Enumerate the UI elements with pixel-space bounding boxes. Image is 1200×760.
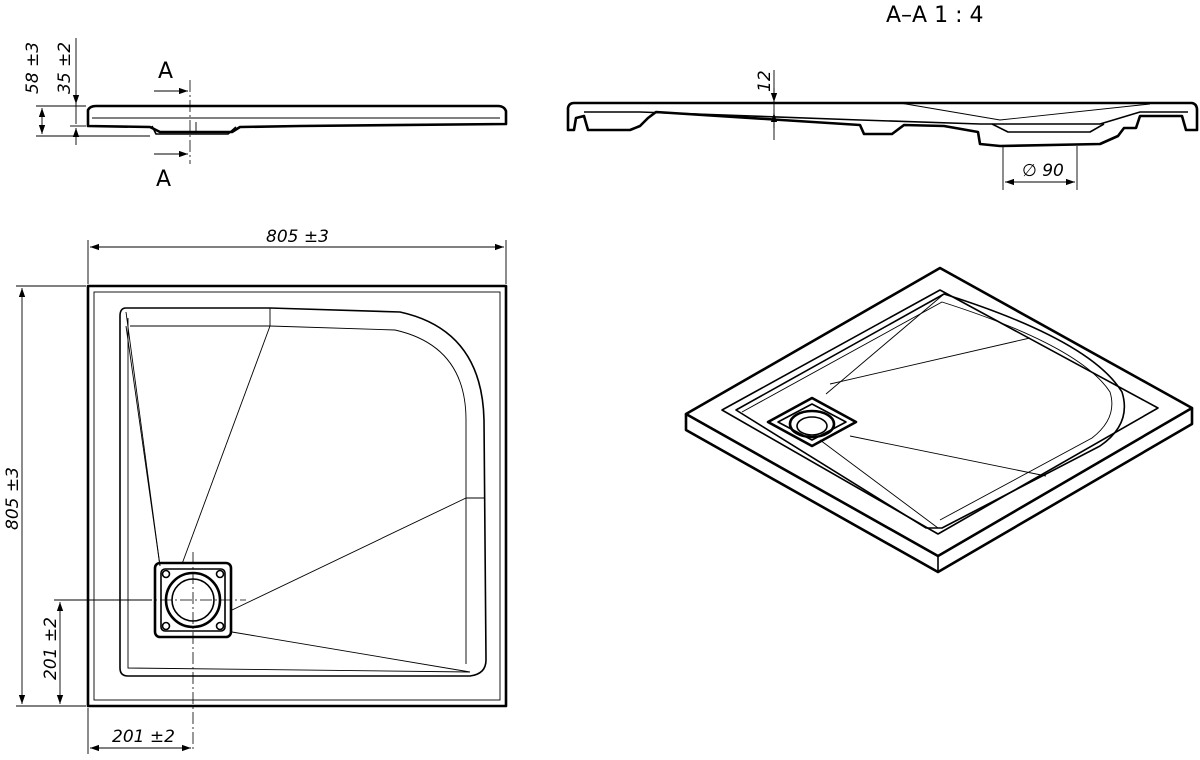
plan-drain-screw-1 [161,569,171,579]
dim-drain-diameter: ∅ 90 [1022,161,1064,181]
plan-drain-screw-2 [215,569,225,579]
plan-drain-screw-3 [161,621,171,631]
section-drain-flange [991,123,1105,133]
plan-outer-bevel [93,291,501,701]
iso-drain-grate [796,416,828,436]
plan-facet-line-4 [125,325,161,567]
dim-rim-thickness: 12 [755,70,775,92]
iso-drain-frame [766,396,858,448]
plan-drain-screw-4 [215,621,225,631]
side-view-outline [86,104,508,134]
plan-basin-inner [130,325,467,664]
dim-overall-height: 58 ±3 [23,42,43,94]
section-inner-surface [584,111,1188,125]
plan-outer-edge [86,284,508,708]
dim-depth: 805 ±3 [3,467,23,530]
iso-top-rim [684,266,1194,558]
dim-width: 805 ±3 [266,227,329,247]
section-slope-line [899,102,1151,121]
section-view: A–A 1 : 4 12 ∅ 90 [566,3,1199,190]
iso-facet-line-2 [849,435,1047,477]
plan-channel-lines [125,311,471,673]
plan-facet-line-1 [181,325,271,565]
plan-facet-line-2 [231,497,467,611]
dim-body-height: 35 ±2 [55,42,75,94]
side-view-drain-outlet [151,125,237,135]
section-mark-top: A [158,59,173,84]
side-view: A A 58 ±3 35 ±2 [23,38,508,192]
iso-basin-edge [721,289,1159,535]
isometric-view [684,266,1194,574]
dim-drain-offset-y: 201 ±2 [41,617,61,680]
iso-basin-inner [741,301,1113,521]
iso-facet-line-3 [825,293,945,395]
iso-basin-floor [735,293,1126,529]
plan-basin-outline [119,307,487,677]
plan-view: 805 ±3 805 ±3 201 ±2 201 ±2 [3,227,508,754]
iso-facet-line-1 [829,337,1031,385]
section-mark-bottom: A [156,167,171,192]
iso-drain-outlet [788,409,836,439]
dim-drain-offset-x: 201 ±2 [112,727,175,747]
plan-facet-line-3 [231,631,471,673]
iso-facet-line-4 [819,439,939,529]
section-title: A–A 1 : 4 [886,3,984,28]
